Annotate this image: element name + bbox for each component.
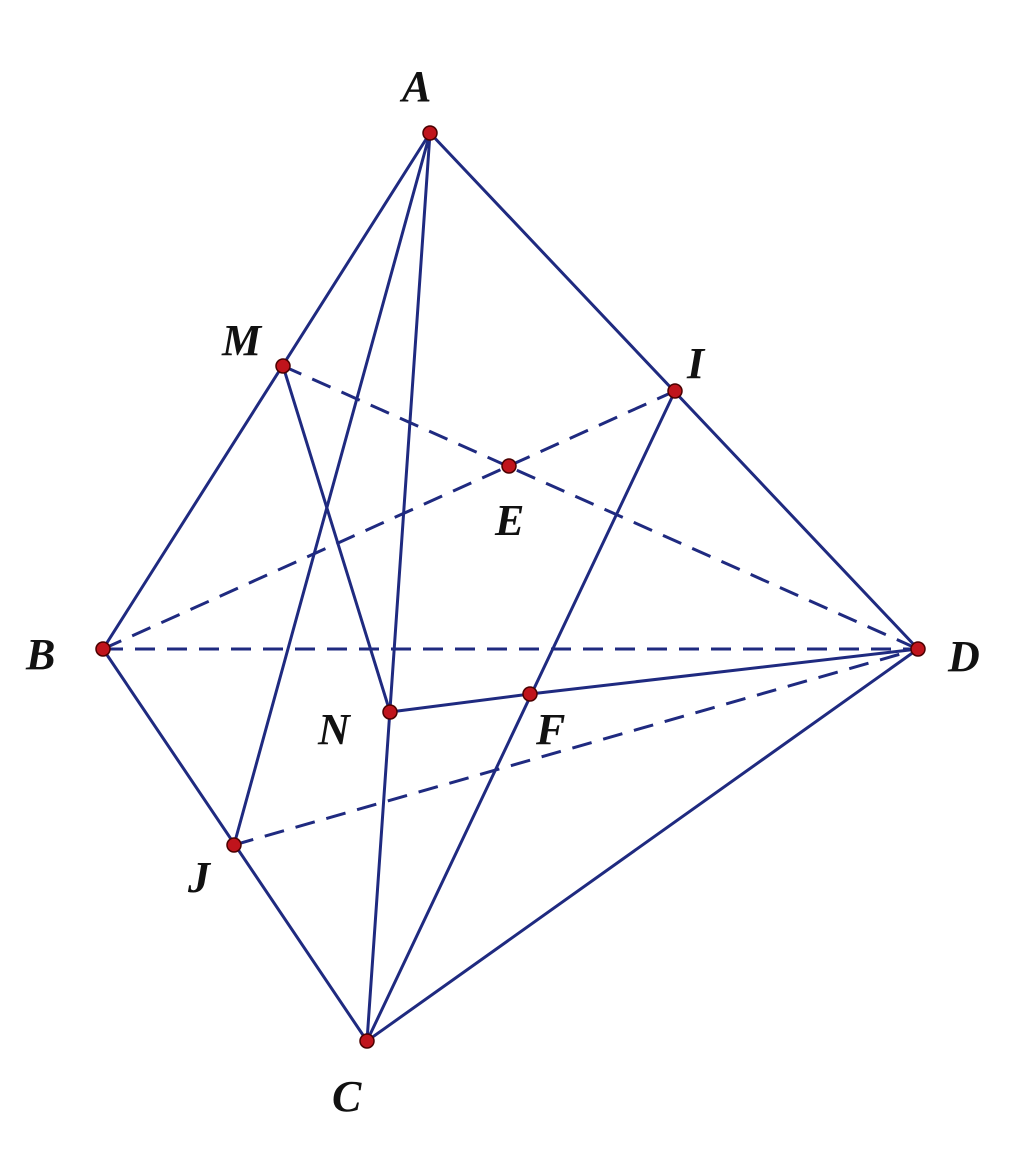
segment-AC bbox=[365, 131, 432, 1043]
segment-NF bbox=[388, 692, 532, 714]
point-M bbox=[275, 358, 291, 374]
label-I: I bbox=[686, 339, 706, 388]
point-F bbox=[522, 686, 538, 702]
point-I bbox=[667, 383, 683, 399]
points-layer bbox=[95, 125, 926, 1049]
label-C: C bbox=[332, 1072, 362, 1121]
label-A: A bbox=[399, 62, 431, 111]
point-D bbox=[910, 641, 926, 657]
segments-layer bbox=[101, 131, 920, 1043]
label-F: F bbox=[535, 705, 565, 754]
label-E: E bbox=[494, 496, 524, 545]
label-M: M bbox=[221, 316, 263, 365]
segment-MD bbox=[282, 364, 919, 651]
point-E bbox=[501, 458, 517, 474]
segment-CD bbox=[365, 647, 920, 1043]
segment-AJ bbox=[232, 131, 432, 847]
segment-AB bbox=[101, 131, 432, 651]
label-J: J bbox=[187, 853, 212, 902]
segment-BI bbox=[102, 389, 676, 651]
point-B bbox=[95, 641, 111, 657]
label-B: B bbox=[25, 630, 55, 679]
segment-JD bbox=[233, 647, 919, 847]
point-J bbox=[226, 837, 242, 853]
segment-CI bbox=[365, 389, 677, 1043]
label-N: N bbox=[317, 705, 352, 754]
point-N bbox=[382, 704, 398, 720]
point-A bbox=[422, 125, 438, 141]
point-C bbox=[359, 1033, 375, 1049]
segment-MN bbox=[281, 364, 392, 714]
segment-FD bbox=[528, 647, 920, 696]
label-D: D bbox=[947, 632, 980, 681]
